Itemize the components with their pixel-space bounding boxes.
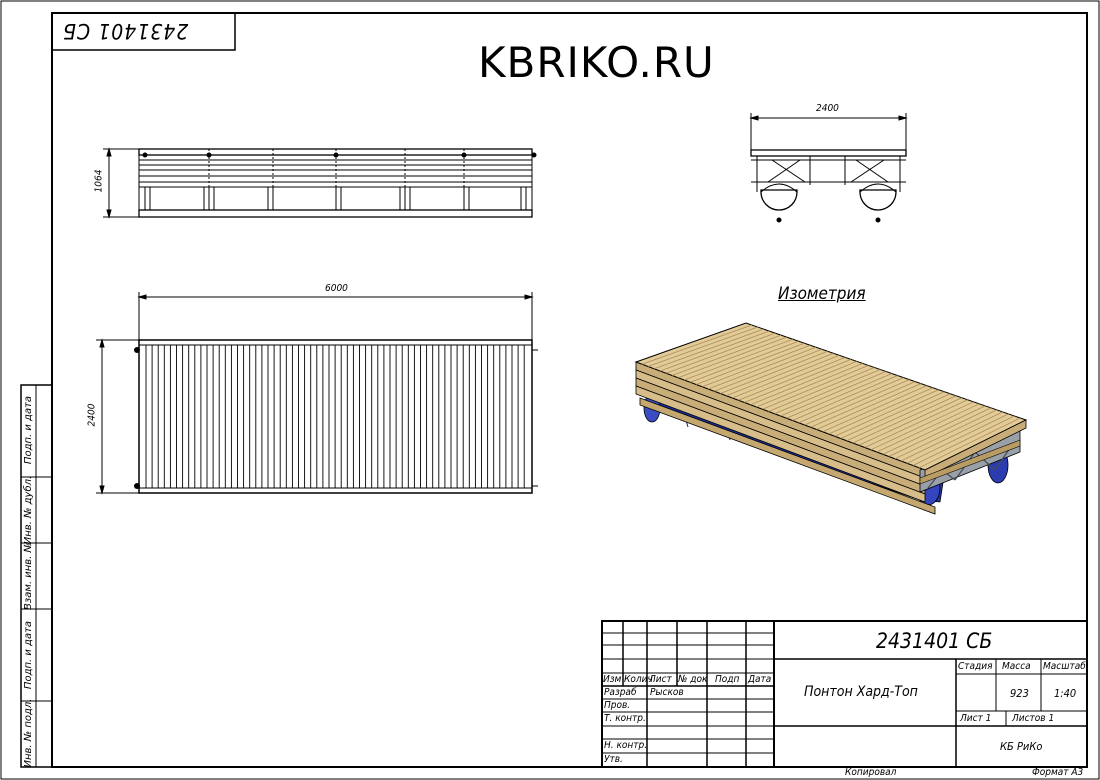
- iso-deck-slat: [665, 332, 776, 374]
- iso-deck-slat: [816, 383, 922, 430]
- iso-deck-slat: [659, 330, 770, 372]
- strip-label-5: Инв. № подл.: [23, 698, 34, 768]
- role-prov: Пров.: [604, 700, 631, 711]
- iso-deck-slat: [912, 415, 1015, 466]
- strip-label-1: Подп. и дата: [23, 395, 34, 465]
- company: КБ РиКо: [1000, 740, 1043, 753]
- iso-deck-slat: [834, 389, 939, 437]
- site-title: KBRIKO.RU: [478, 38, 715, 87]
- strip-label-3: Взам. инв. №: [23, 542, 34, 610]
- role-razrab: Разраб: [604, 687, 637, 698]
- mass-label: Масса: [1002, 661, 1031, 672]
- iso-deck-slat: [822, 385, 927, 433]
- stamp-box: [51, 12, 236, 51]
- hdr-kolich: Колич: [624, 674, 653, 685]
- iso-deck-slat: [870, 401, 974, 451]
- hdr-izm: Изм: [603, 674, 622, 685]
- doc-title: Понтон Хард-Топ: [804, 684, 918, 700]
- iso-deck-slat: [828, 387, 933, 435]
- developer-name: Рысков: [650, 687, 684, 698]
- iso-deck-slat: [858, 397, 962, 446]
- sheet-value: Лист 1: [960, 713, 992, 724]
- front-view: [749, 113, 908, 223]
- iso-deck-slat: [750, 361, 857, 406]
- iso-deck-slat: [690, 340, 799, 383]
- role-tkontr: Т. контр.: [604, 713, 646, 724]
- iso-deck-slat: [900, 411, 1003, 462]
- iso-deck-slat: [671, 334, 782, 376]
- isometric-view: [634, 322, 1028, 515]
- hdr-data: Дата: [748, 674, 772, 685]
- title-block: [601, 620, 1088, 768]
- strip-label-2: Инв. № дубл.: [23, 475, 34, 545]
- top-view: [96, 292, 538, 495]
- iso-deck-slat: [738, 357, 846, 401]
- iso-deck-slat: [744, 359, 852, 403]
- front-width-dim: 2400: [816, 103, 839, 114]
- iso-deck-slat: [864, 399, 968, 448]
- iso-deck-slat: [918, 417, 1021, 469]
- doc-number: 2431401 СБ: [876, 629, 993, 653]
- iso-deck-slat: [876, 403, 980, 453]
- iso-deck-slat: [792, 375, 898, 421]
- iso-deck-slat: [677, 336, 787, 379]
- hdr-list: Лист: [649, 674, 672, 685]
- left-strip: [20, 384, 53, 768]
- top-length-dim: 6000: [325, 283, 348, 294]
- iso-deck-slat: [894, 409, 997, 460]
- hdr-podp: Подп: [715, 674, 740, 685]
- iso-deck-slat: [726, 352, 834, 397]
- iso-deck-slat: [798, 377, 904, 424]
- scale-label: Масштаб: [1043, 661, 1086, 672]
- stage-label: Стадия: [958, 661, 993, 672]
- copied-label: Копировал: [845, 767, 897, 778]
- iso-deck-slat: [641, 324, 752, 365]
- role-utv: Утв.: [604, 754, 623, 765]
- iso-deck-slat: [804, 379, 910, 426]
- iso-deck-slat: [653, 328, 764, 370]
- iso-deck-slat: [774, 369, 881, 415]
- hdr-dok: № док: [678, 674, 708, 685]
- iso-deck-slat: [702, 344, 811, 388]
- iso-caption: Изометрия: [778, 284, 866, 304]
- role-nkontr: Н. контр.: [604, 740, 648, 751]
- iso-deck-slat: [906, 413, 1009, 464]
- iso-deck-slat: [684, 338, 793, 381]
- format-label: Формат А3: [1032, 767, 1084, 778]
- iso-deck-slat: [714, 348, 822, 392]
- iso-deck-slat: [810, 381, 916, 428]
- iso-deck-slat: [762, 365, 869, 410]
- stamp-inverted: 2431401 СБ: [62, 19, 189, 43]
- iso-deck-slat: [732, 354, 840, 399]
- iso-deck-slat: [852, 395, 957, 444]
- iso-deck-slat: [786, 373, 892, 419]
- iso-deck-slat: [882, 405, 986, 455]
- strip-label-4: Подп. и дата: [23, 620, 34, 690]
- iso-deck-slat: [780, 371, 887, 417]
- mass-value: 923: [1010, 687, 1029, 700]
- iso-deck-slat: [840, 391, 945, 439]
- iso-deck-slat: [708, 346, 817, 390]
- iso-deck-slat: [846, 393, 951, 442]
- sheets-value: Листов 1: [1012, 713, 1055, 724]
- iso-deck-slat: [647, 326, 758, 367]
- iso-deck-slat: [720, 350, 828, 394]
- iso-deck-slat: [696, 342, 805, 385]
- side-view: [103, 147, 537, 219]
- iso-deck-slat: [768, 367, 875, 412]
- side-height-dim: 1064: [93, 169, 105, 193]
- top-width-dim: 2400: [86, 403, 98, 427]
- iso-deck-slat: [756, 363, 863, 408]
- scale-value: 1:40: [1054, 687, 1077, 700]
- iso-deck-slat: [888, 407, 992, 457]
